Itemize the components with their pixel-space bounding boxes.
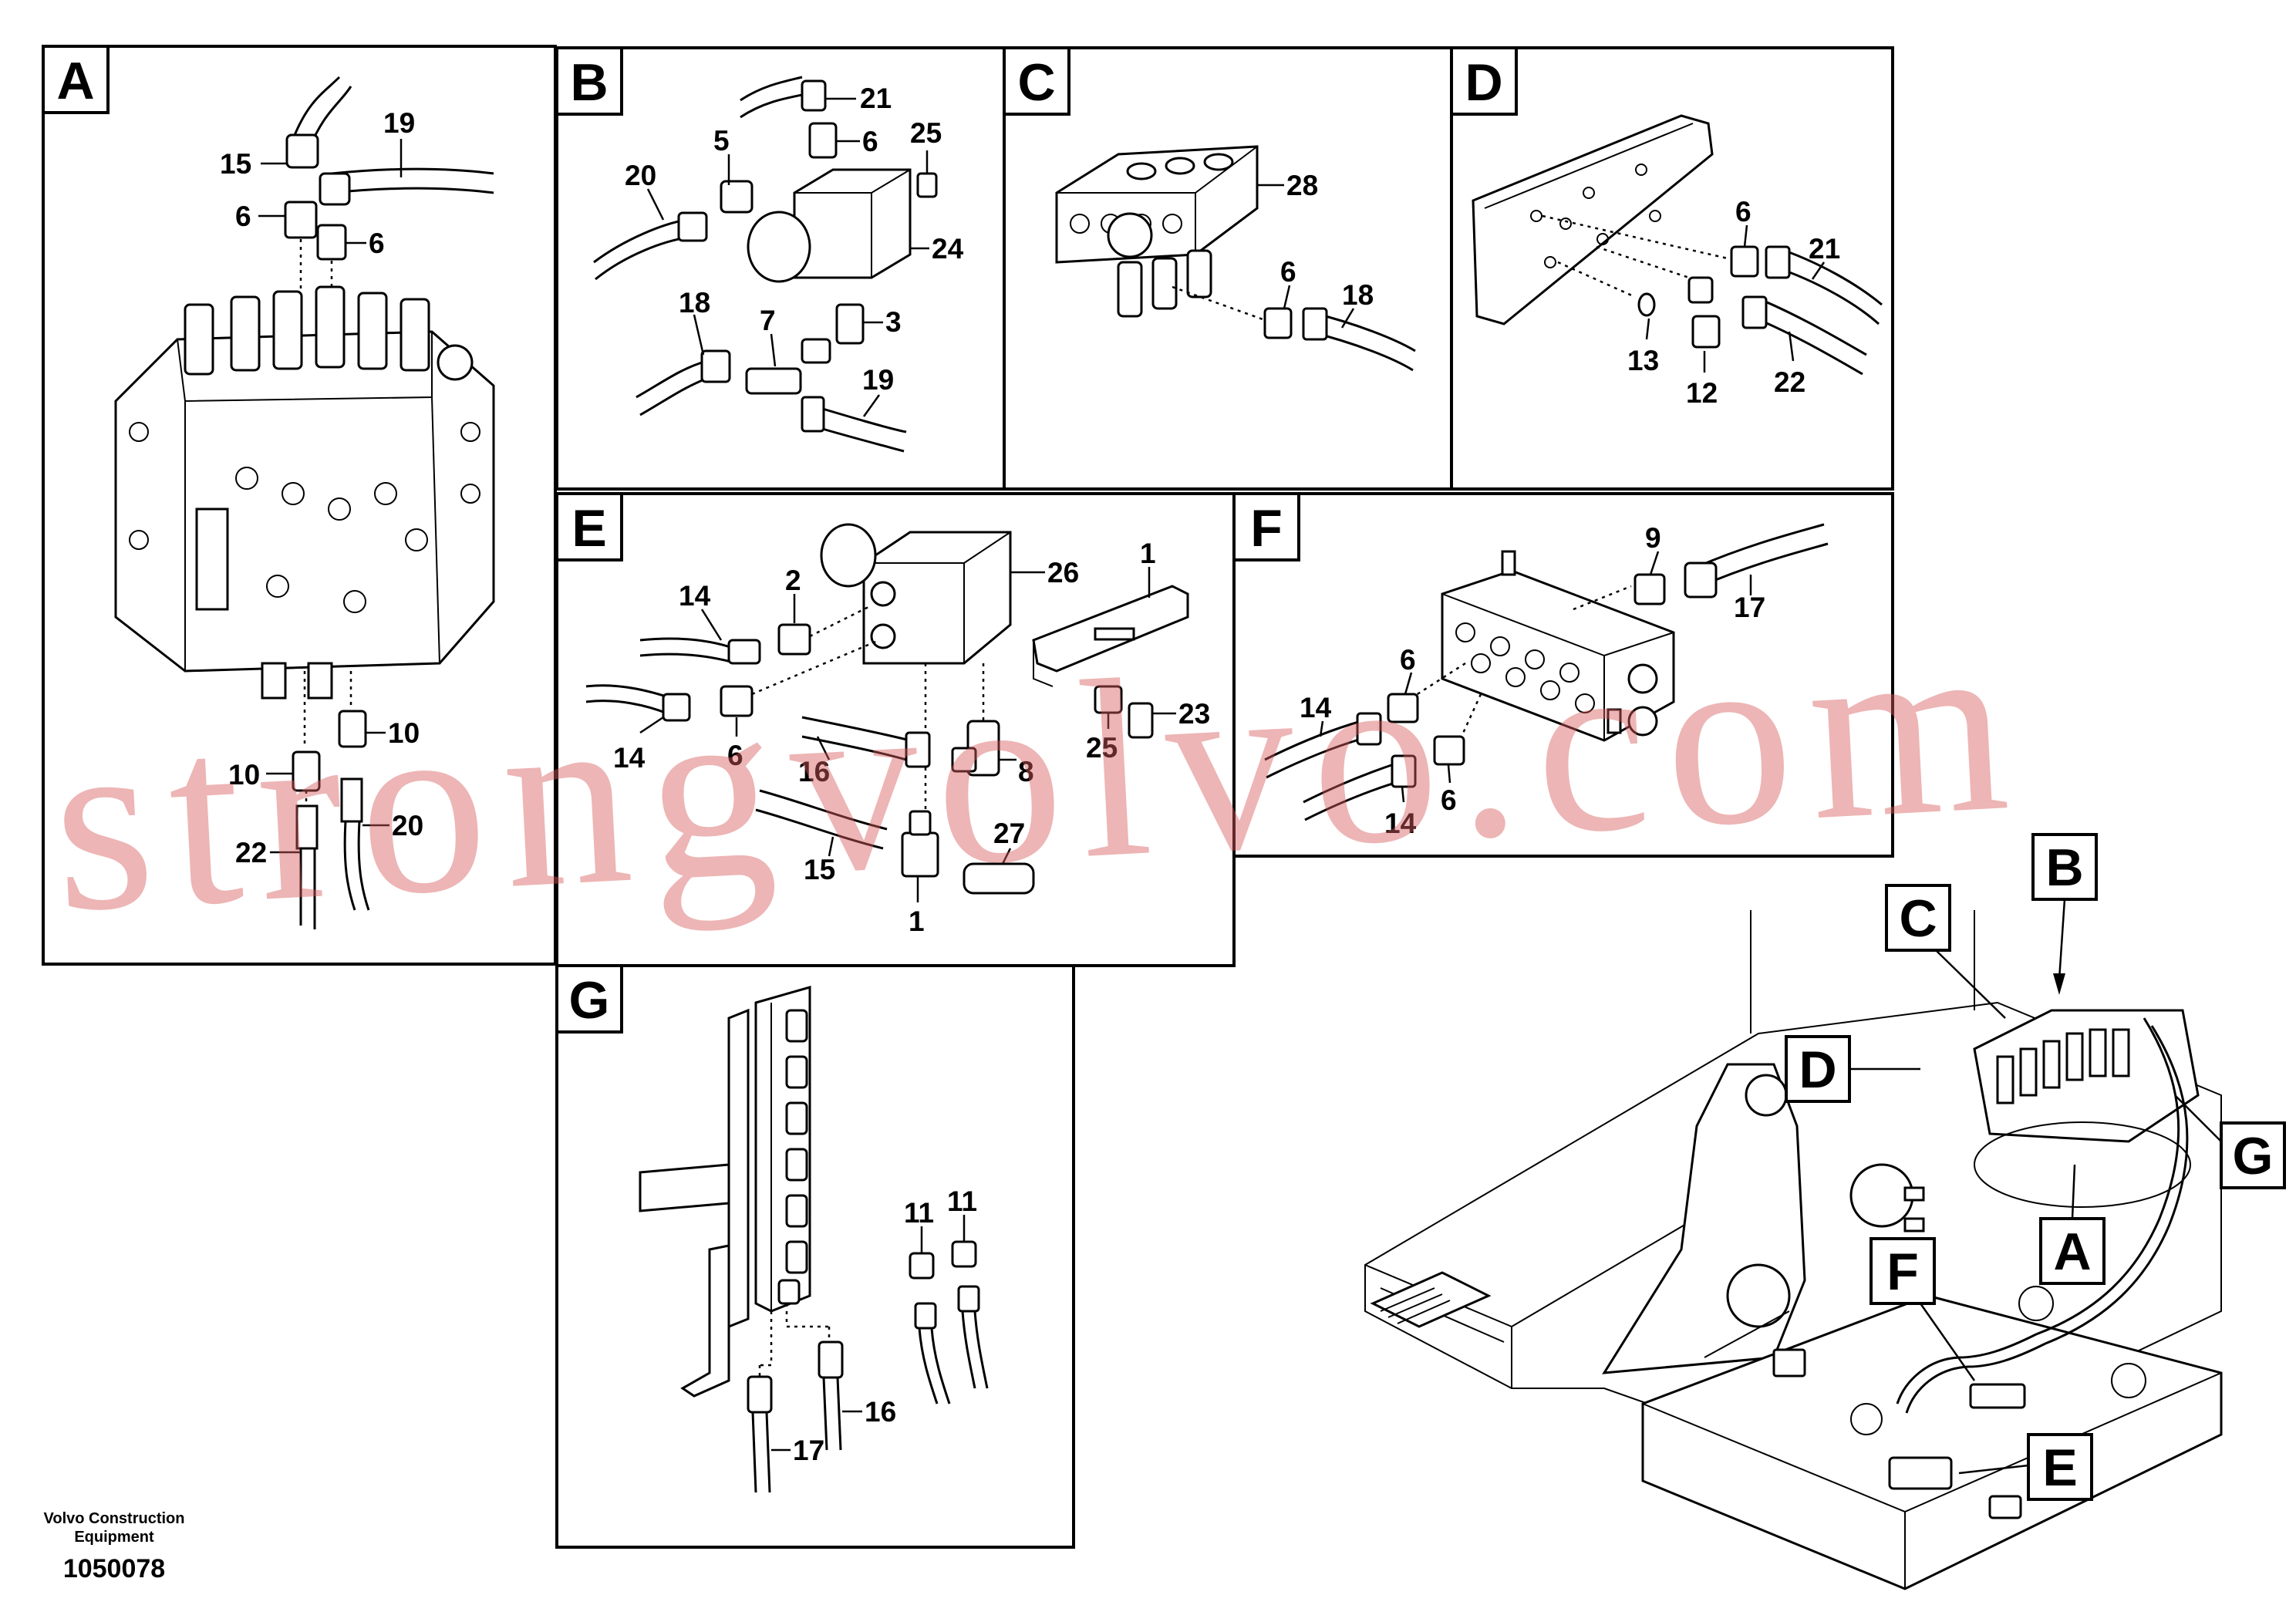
panel-e-callout: 6 <box>727 740 743 771</box>
panel-e-callout: 26 <box>1047 557 1079 588</box>
panel-f-label: F <box>1250 499 1283 558</box>
panel-a-callout: 6 <box>369 228 385 259</box>
panel-b-callout: 5 <box>713 125 730 157</box>
panel-d-callout: 22 <box>1774 366 1805 398</box>
panel-e-callout: 23 <box>1178 698 1210 730</box>
panel-f: F 9 <box>1232 492 1894 858</box>
company-name-line2: Equipment <box>74 1529 154 1546</box>
panel-f-callout: 6 <box>1441 784 1457 816</box>
panel-e-callout: 1 <box>909 905 925 937</box>
panel-b-callout: 24 <box>932 233 964 265</box>
panel-a-callout: 10 <box>388 717 420 749</box>
panel-a-callout: 20 <box>392 810 423 841</box>
panel-d-label: D <box>1465 53 1502 112</box>
panel-a: A <box>42 45 557 966</box>
panel-c-label: C <box>1017 53 1055 112</box>
valve-manifold-g <box>754 986 811 1313</box>
panel-f-callout: 14 <box>1300 692 1332 723</box>
panel-e-callout: 2 <box>785 565 801 596</box>
panel-b-callout: 25 <box>910 117 942 149</box>
panel-a-callout: 22 <box>235 837 267 868</box>
overview-callout-f: F <box>1886 1243 1919 1301</box>
panel-c-callout: 6 <box>1280 256 1296 288</box>
overview-callout-a: A <box>2053 1222 2091 1281</box>
panel-b-callout: 7 <box>760 305 776 336</box>
valve-block-f <box>1441 550 1675 742</box>
panel-e-callout: 16 <box>798 756 830 787</box>
panel-a-callout: 10 <box>228 759 260 791</box>
panel-e-label: E <box>571 499 606 558</box>
panel-a-callout: 15 <box>220 148 251 180</box>
document-number: 1050078 <box>63 1554 165 1583</box>
panel-b-callout: 3 <box>885 306 902 338</box>
panel-e-callout: 14 <box>613 742 646 774</box>
panel-b-callout: 6 <box>862 126 878 157</box>
panel-d-callout: 12 <box>1686 377 1718 409</box>
panel-c-callout: 18 <box>1342 279 1374 311</box>
panel-f-callout: 17 <box>1734 592 1765 623</box>
panel-g-callout: 11 <box>904 1197 934 1229</box>
panel-g-callout: 16 <box>865 1396 896 1428</box>
panel-g-callout: 17 <box>793 1435 824 1466</box>
panel-b-callout: 21 <box>860 83 892 114</box>
panel-b-callout: 18 <box>679 287 710 319</box>
panel-g: G <box>555 964 1075 1549</box>
panel-b: B 21 5 6 25 20 24 18 <box>555 46 1006 491</box>
panel-f-callout: 14 <box>1384 808 1417 839</box>
panel-e-callout: 1 <box>1140 538 1156 569</box>
panel-d-callout: 21 <box>1809 233 1840 265</box>
valve-block-28 <box>1055 145 1259 318</box>
panel-f-callout: 9 <box>1645 522 1661 554</box>
panel-b-callout: 20 <box>625 160 656 191</box>
main-control-valve <box>114 285 495 700</box>
overview-callout-d: D <box>1799 1040 1836 1099</box>
panel-d: D 6 21 13 12 22 <box>1450 46 1894 491</box>
overview-callout-b: B <box>2045 838 2083 897</box>
panel-g-label: G <box>569 971 610 1030</box>
panel-e-callout: 25 <box>1086 732 1118 764</box>
machine-overview: B C D G A F E <box>1364 833 2286 1590</box>
panel-g-callout: 11 <box>947 1185 977 1217</box>
overview-callout-e: E <box>2042 1438 2077 1497</box>
bracket-1 <box>1032 585 1189 687</box>
solenoid-valve-26 <box>820 523 1012 665</box>
overview-callout-g: G <box>2233 1127 2274 1185</box>
panel-e: E <box>555 492 1236 967</box>
panel-d-callout: 13 <box>1627 345 1659 376</box>
panel-e-callout: 27 <box>993 818 1025 849</box>
panel-d-callout: 6 <box>1735 196 1752 228</box>
panel-f-callout: 6 <box>1400 644 1416 676</box>
panel-e-callout: 14 <box>679 580 711 612</box>
panel-a-callout: 19 <box>383 107 415 139</box>
panel-a-label: A <box>56 52 94 110</box>
panel-c-callout: 28 <box>1286 170 1318 201</box>
company-name-line1: Volvo Construction <box>44 1510 185 1527</box>
panel-e-callout: 8 <box>1018 756 1034 787</box>
panel-b-label: B <box>570 53 608 112</box>
panel-c: C 28 6 18 <box>1003 46 1453 491</box>
panel-a-callout: 6 <box>235 201 251 232</box>
panel-e-callout: 15 <box>804 854 835 885</box>
panel-b-callout: 19 <box>862 364 894 396</box>
overview-callout-c: C <box>1899 889 1937 948</box>
